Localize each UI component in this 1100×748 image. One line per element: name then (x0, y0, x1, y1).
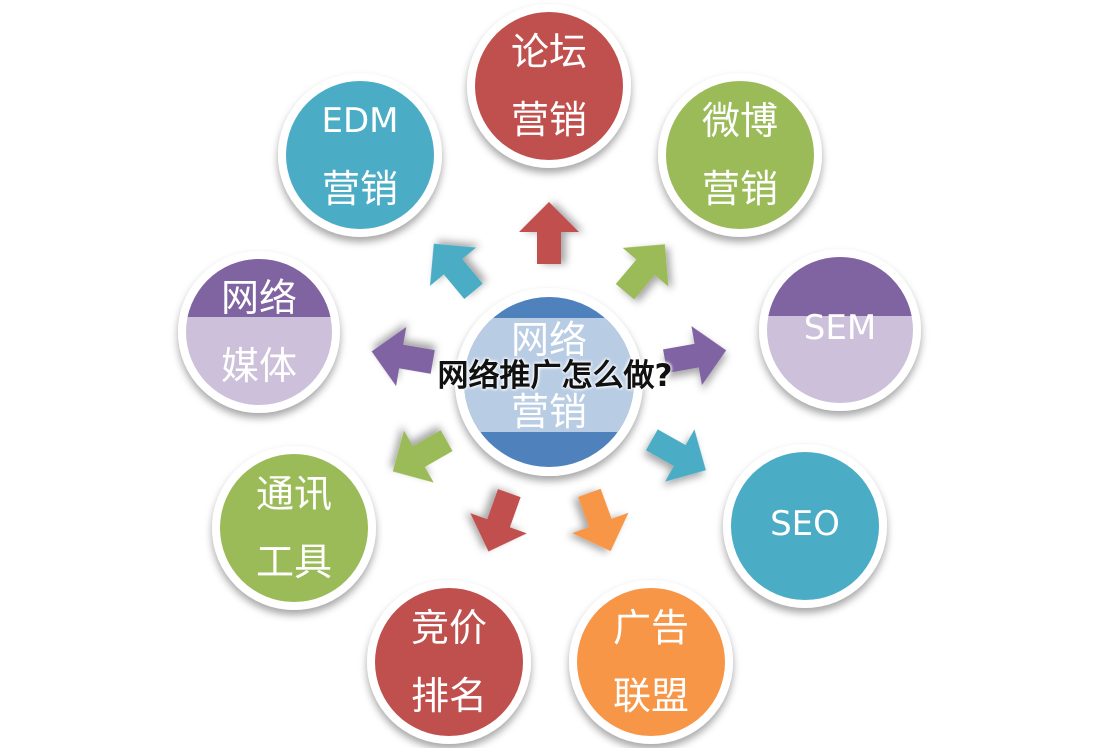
arrow-forum (519, 202, 579, 264)
node-weibo-label-line1: 微博 (702, 99, 778, 143)
node-im-label-line1: 通讯 (256, 472, 332, 516)
arrow-sem (663, 326, 727, 386)
arrow-sem-shape (663, 326, 727, 386)
arrow-bidding (470, 489, 527, 552)
node-im-fill (220, 454, 368, 602)
arrow-edm (429, 243, 483, 299)
arrow-seo-shape (645, 429, 706, 482)
node-media-label-line2: 媒体 (221, 344, 297, 388)
node-ad-label-line2: 联盟 (613, 674, 689, 718)
node-ad-fill (577, 588, 725, 736)
arrow-im-shape (392, 430, 453, 483)
node-forum-label-line1: 论坛 (511, 30, 587, 74)
node-edm-fill (286, 81, 434, 229)
arrow-im (392, 430, 453, 483)
arrow-weibo (615, 244, 669, 300)
node-bidding-fill (375, 588, 523, 736)
page-title: 网络推广怎么做? (437, 358, 673, 394)
arrow-edm-shape (429, 243, 483, 299)
node-seo: SEO (723, 444, 887, 608)
node-forum-label-line2: 营销 (511, 98, 587, 142)
outer-nodes-group: 论坛营销微博营销SEMSEO广告联盟竞价排名通讯工具网络媒体EDM营销 (178, 4, 921, 744)
node-bidding-label-line1: 竞价 (411, 606, 487, 650)
center-label-line2: 营销 (511, 390, 587, 434)
node-sem-label-line1: SEM (804, 308, 876, 348)
arrow-media (371, 326, 435, 387)
node-ad-label-line1: 广告 (613, 606, 689, 650)
node-weibo-fill (666, 81, 814, 229)
node-edm-label-line1: EDM (322, 101, 399, 141)
node-seo-label-line1: SEO (770, 504, 840, 544)
arrow-ad (572, 488, 629, 552)
arrows-group (371, 202, 727, 552)
node-seo-fill (731, 452, 879, 600)
arrow-media-shape (371, 326, 435, 387)
center-label-line1: 网络 (511, 318, 587, 362)
node-media-label-line1: 网络 (221, 276, 297, 320)
node-sem: SEM (759, 249, 921, 411)
node-weibo-label-line2: 营销 (702, 167, 778, 211)
arrow-seo (645, 429, 706, 482)
node-forum-fill (475, 12, 623, 160)
node-bidding-label-line2: 排名 (411, 674, 487, 718)
node-im-label-line2: 工具 (256, 540, 332, 584)
arrow-ad-shape (572, 488, 629, 552)
node-edm-label-line2: 营销 (322, 167, 398, 211)
node-edm: EDM 营销 (278, 73, 442, 237)
arrow-forum-shape (519, 202, 579, 264)
center-node: 网络 营销 (455, 288, 643, 476)
arrow-weibo-shape (615, 244, 669, 300)
arrow-bidding-shape (470, 489, 527, 552)
